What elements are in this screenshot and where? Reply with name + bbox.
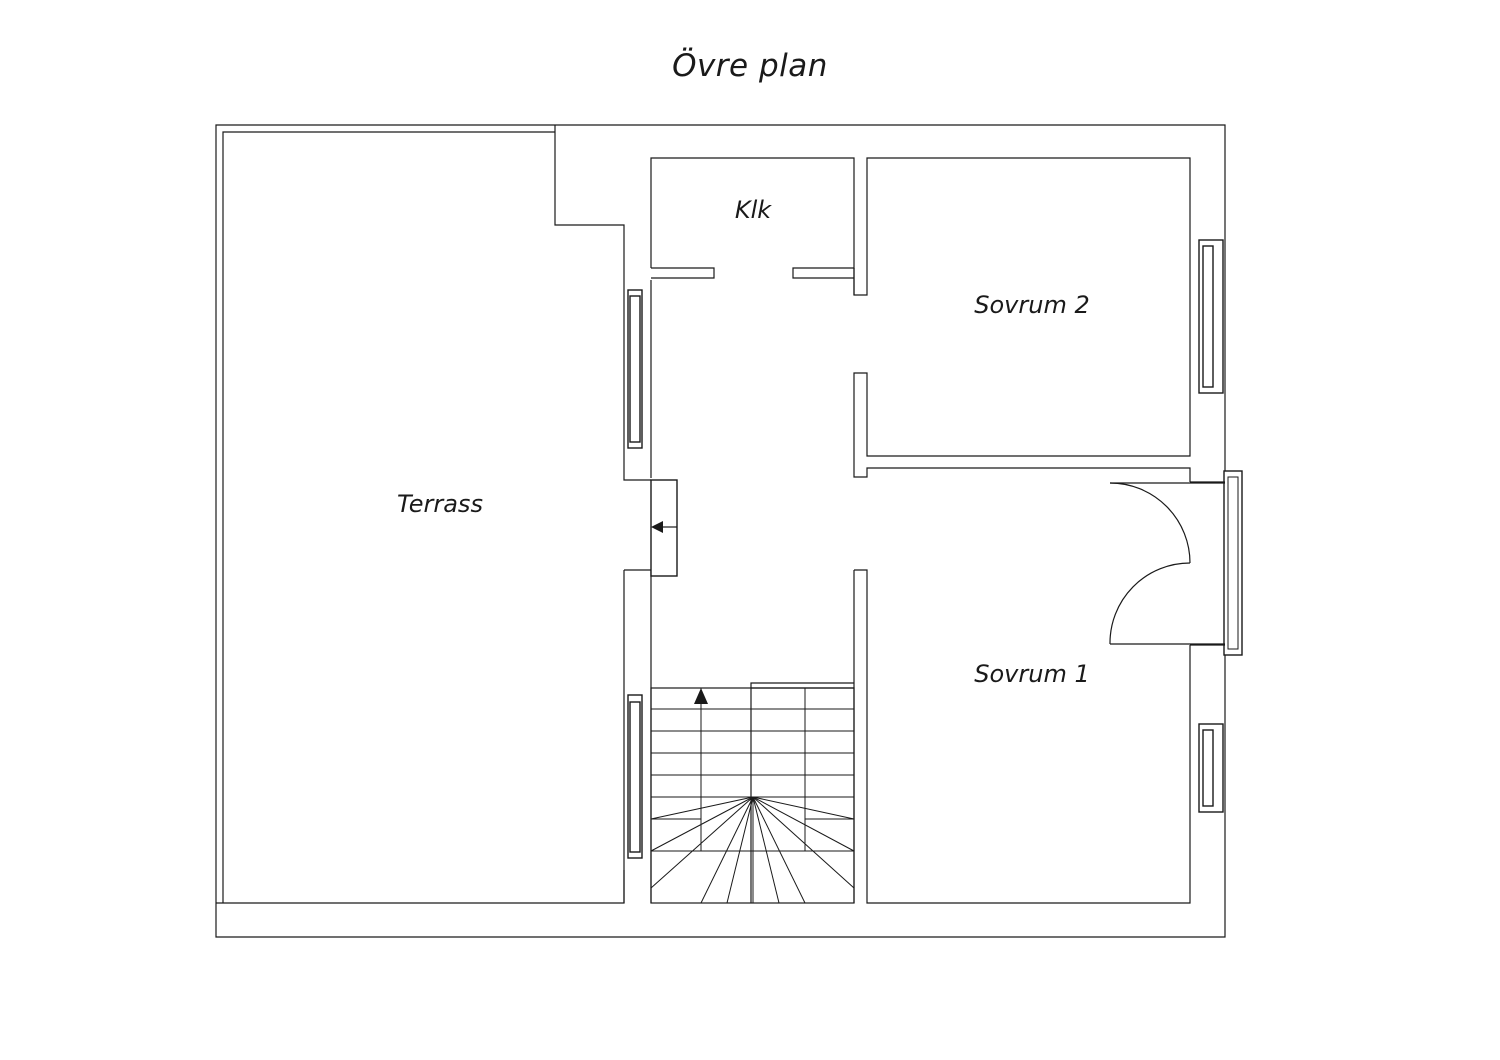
window-bedroom2 <box>1198 239 1224 394</box>
window-hall-upper <box>627 289 643 449</box>
room-label-terrace: Terrass <box>397 490 483 518</box>
plan-title: Övre plan <box>672 48 828 84</box>
room-label-closet: Klk <box>735 196 772 224</box>
window-bedroom1 <box>1198 723 1224 813</box>
room-label-bedroom2: Sovrum 2 <box>974 291 1089 319</box>
bedroom1-walls <box>853 569 1191 904</box>
window-stair-lower <box>627 694 643 859</box>
bedroom2-walls <box>853 157 1191 482</box>
staircase <box>650 682 855 904</box>
terrace-door <box>650 479 678 577</box>
room-label-bedroom1: Sovrum 1 <box>974 660 1089 688</box>
outer-wall <box>215 124 1226 938</box>
balcony-door <box>1109 470 1243 656</box>
